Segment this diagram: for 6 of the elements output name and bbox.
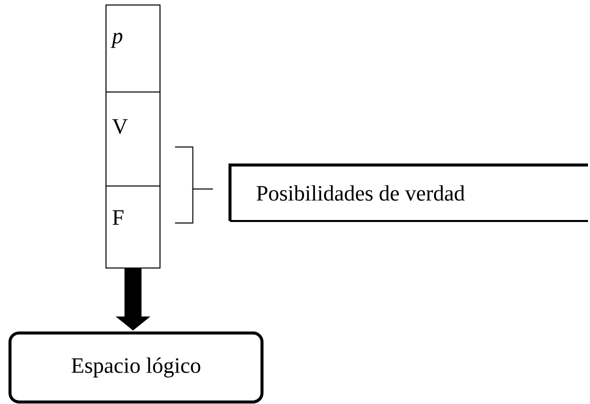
rounded-box: Espacio lógico (8, 331, 264, 404)
table-cell: p (106, 4, 160, 92)
table-cell: V (106, 92, 160, 186)
label-box: Posibilidades de verdad (228, 164, 588, 222)
bracket-line (174, 188, 214, 224)
table-cell: F (106, 186, 160, 268)
